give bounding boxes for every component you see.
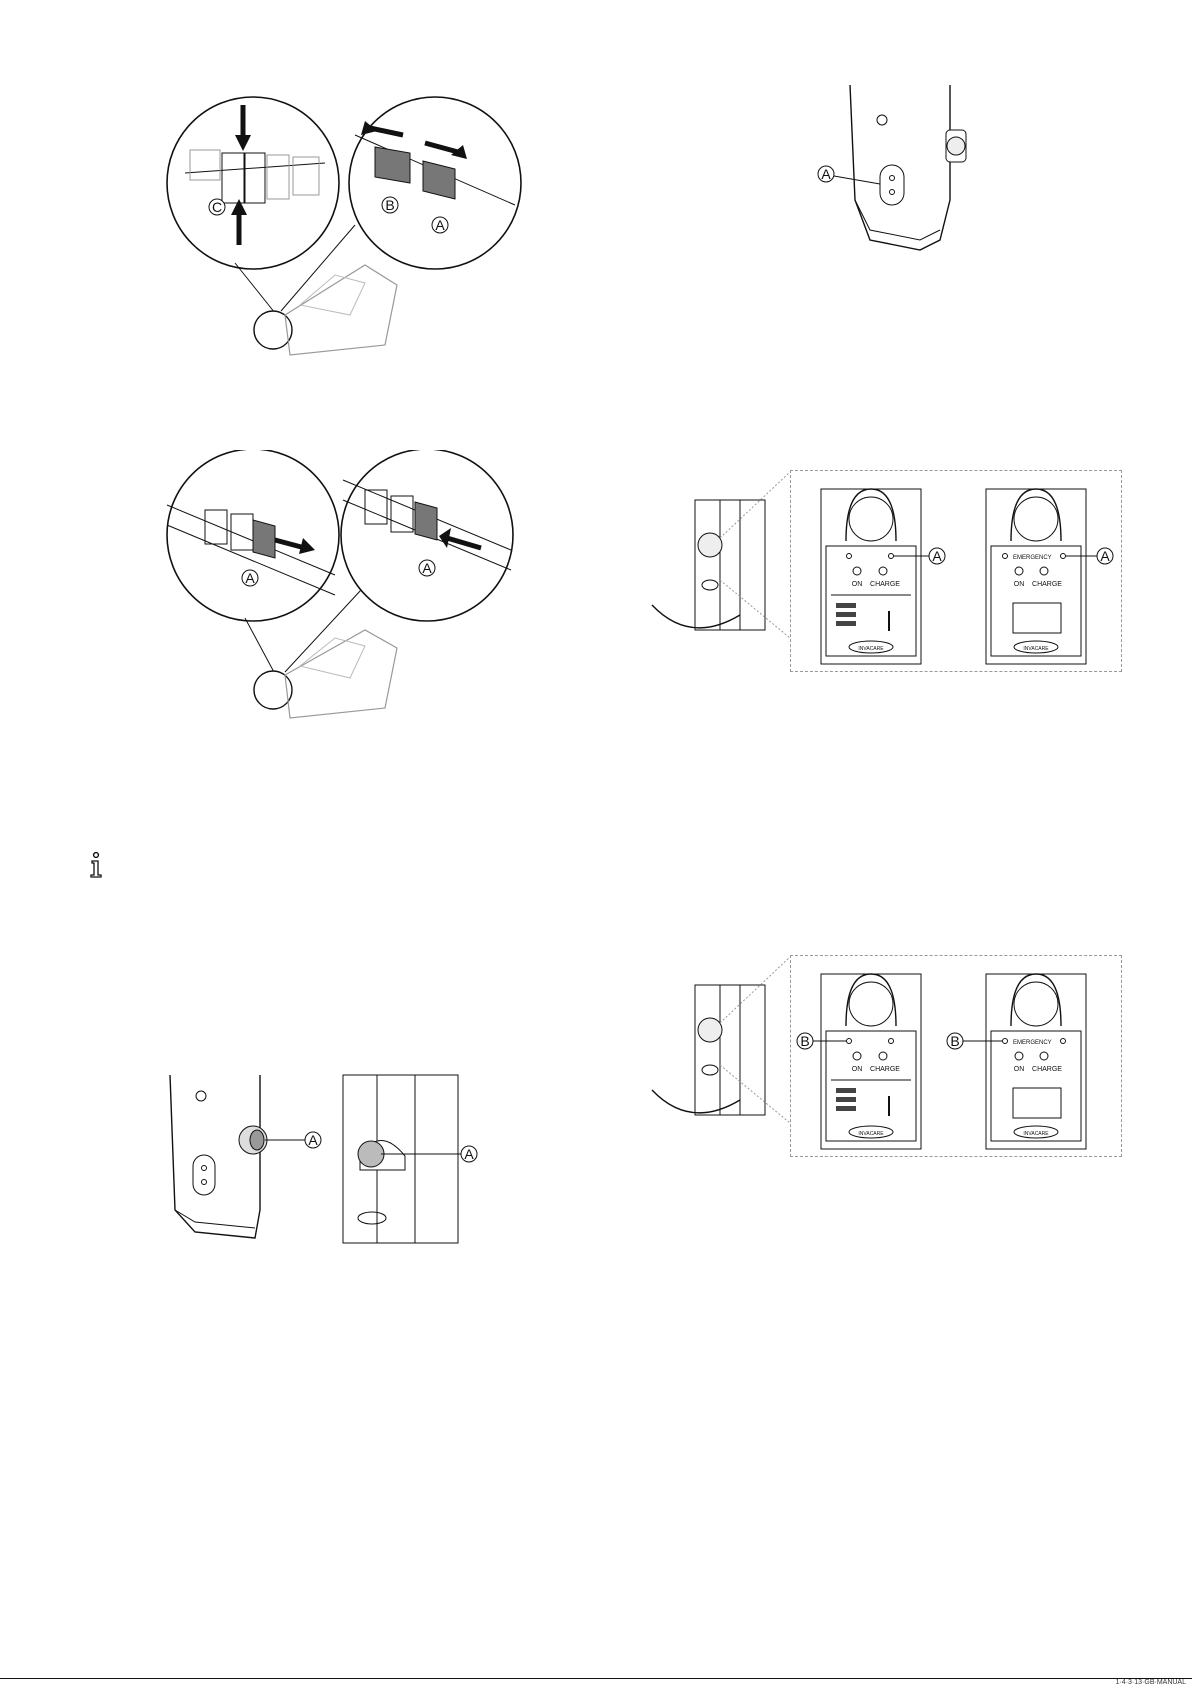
zoom-circle-left (167, 97, 339, 269)
control-panel-1: ON CHARGE INVACARE B (797, 974, 921, 1149)
brand-mark: INVACARE (1023, 646, 1049, 652)
callout-a: A (464, 1146, 474, 1162)
charge-label: CHARGE (1032, 581, 1062, 588)
figure-control-panel-a (650, 470, 790, 650)
on-label: ON (852, 581, 863, 588)
callout-a: A (435, 217, 445, 233)
callout-a: A (245, 570, 255, 586)
on-label: ON (1014, 1066, 1025, 1073)
callout-a: A (422, 560, 432, 576)
control-panel-2: EMERGENCY ON CHARGE INVACARE B (947, 974, 1086, 1149)
control-panel-2: EMERGENCY ON CHARGE INVACARE A (986, 489, 1113, 664)
control-panel-1: ON CHARGE INVACARE A (821, 489, 945, 664)
charge-label: CHARGE (1032, 1066, 1062, 1073)
brand-mark: INVACARE (858, 1131, 884, 1137)
panel-group-a: ON CHARGE INVACARE A EMERGENCY ON CHA (790, 470, 1122, 672)
emergency-label: EMERGENCY (1013, 1040, 1052, 1046)
callout-a: A (821, 166, 831, 182)
panel-group-b: ON CHARGE INVACARE B EMERGENCY ON CHARGE (790, 955, 1122, 1157)
figure-buckle-release: C B A (165, 95, 545, 385)
brand-mark: INVACARE (858, 646, 884, 652)
callout-c: C (212, 199, 222, 215)
callout-b: B (385, 197, 394, 213)
on-label: ON (1014, 581, 1025, 588)
charge-label: CHARGE (870, 581, 900, 588)
info-icon (88, 852, 104, 878)
callout-b: B (800, 1033, 809, 1049)
figure-buckle-secure: A A (165, 450, 545, 740)
callout-a: A (1100, 548, 1110, 564)
figure-control-panel-b (650, 955, 790, 1135)
on-label: ON (852, 1066, 863, 1073)
footer-rule (0, 1678, 1192, 1679)
callout-b: B (950, 1033, 959, 1049)
brand-mark: INVACARE (1023, 1131, 1049, 1137)
figure-charging-socket: A A (165, 1070, 505, 1250)
charge-label: CHARGE (870, 1066, 900, 1073)
emergency-label: EMERGENCY (1013, 555, 1052, 561)
callout-a: A (308, 1132, 318, 1148)
figure-hand-control-back: A (810, 80, 990, 260)
callout-a: A (932, 548, 942, 564)
